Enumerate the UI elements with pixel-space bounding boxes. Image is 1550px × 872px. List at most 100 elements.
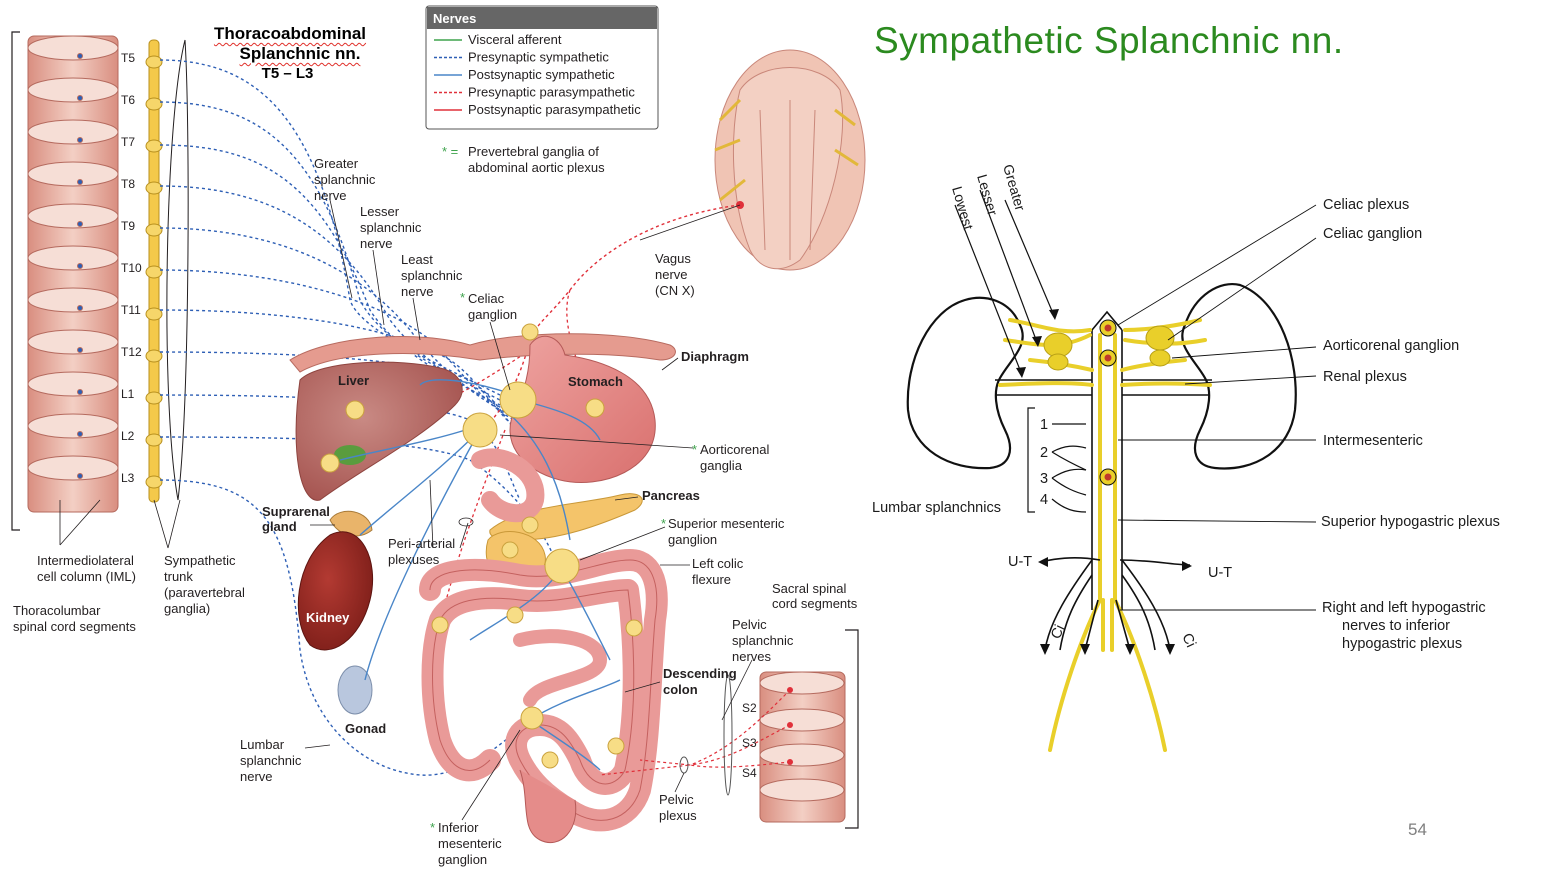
celiac-label-2: ganglion [468,307,517,322]
thoracolumbar-label-1: Thoracolumbar [13,603,101,618]
greater-arrow [1049,309,1059,320]
leader-lines [59,199,753,821]
iml-neuron-dot [77,473,83,479]
sym-trunk-label-4: ganglia) [164,601,210,616]
least-label-2: splanchnic [401,268,463,283]
lesser-arrow [1032,336,1042,347]
lesser-label-3: nerve [360,236,393,251]
lesser-rot-label: Lesser [974,172,1001,217]
aorticorenal-label-2: ganglia [700,458,743,473]
ut-right-label: U-T [1208,565,1232,581]
thoracolumbar-label-2: spinal cord segments [13,619,136,634]
trunk-ganglion [145,55,163,69]
lowest-arrow [1016,367,1026,378]
trunk-ganglion [145,433,163,447]
iml-label-1: Intermediolateral [37,553,134,568]
lowest-rot-label: Lowest [949,184,977,231]
aorticorenal-star: * [692,442,697,457]
segment-label-l2: L2 [121,429,135,443]
cord-segment-ring [27,119,119,145]
lumbar-number-3: 3 [1040,471,1048,487]
sympathetic-trunk [145,39,163,503]
iml-neuron-dot [77,305,83,311]
vagus-label-2: nerve [655,267,688,282]
overlay-title-box: Thoracoabdominal Splanchnic nn. T5 – L3 [214,24,366,82]
trunk-ganglion [145,391,163,405]
sup-mesenteric-label-2: ganglion [668,532,717,547]
inf-mesenteric-label-1: Inferior [438,820,479,835]
greater-label-2: splanchnic [314,172,376,187]
sym-trunk-label-3: (paravertebral [164,585,245,600]
aorta-outline [1091,330,1123,610]
rectum-shape [519,769,577,844]
pelvic-plexus-label-2: plexus [659,808,697,823]
sacral-bracket [845,629,859,829]
trunk-ganglion [145,97,163,111]
lumbar-splanchnics-label: Lumbar splanchnics [872,500,1001,516]
hypogastric-label-1: Right and left hypogastric [1322,600,1486,616]
pancreas-label: Pancreas [642,488,700,503]
hypogastric-label-2: nerves to inferior [1342,618,1450,634]
overlay-title-line3: T5 – L3 [261,65,314,82]
lumbar-bracket [1027,407,1035,513]
trunk-ganglion [145,475,163,489]
left-colic-label-2: flexure [692,572,731,587]
iml-neuron-dot [77,263,83,269]
legend-item-label: Visceral afferent [468,32,562,47]
trunk-ganglion [145,181,163,195]
segment-label-t7: T7 [121,135,135,149]
aortic-nodes [1099,319,1117,486]
brainstem-illustration [714,49,866,271]
thoracolumbar-bracket [11,31,20,531]
renal-plexus-label: Renal plexus [1323,369,1407,385]
greater-label-1: Greater [314,156,359,171]
iml-neuron-dot [77,53,83,59]
superior-hypogastric-label: Superior hypogastric plexus [1321,514,1500,530]
trunk-ganglion [145,349,163,363]
celiac-plexus-label: Celiac plexus [1323,197,1409,213]
sacral-cord-segments [759,671,846,823]
cord-segment-ring [27,245,119,271]
trunk-ganglion [145,307,163,321]
segment-label-t6: T6 [121,93,135,107]
iml-neuron-dot [77,221,83,227]
cord-segment-ring [27,203,119,229]
left-colic-label-1: Left colic [692,556,744,571]
intramural-ganglia [320,323,643,769]
segment-label-t5: T5 [121,51,135,65]
lumbar-splanchnic-label-3: nerve [240,769,273,784]
liver-shape [295,361,463,501]
prevertebral-ganglia [462,381,580,730]
greater-label-3: nerve [314,188,347,203]
segment-label-l3: L3 [121,471,135,485]
legend-note-line2: abdominal aortic plexus [468,160,605,175]
cord-segment-ring [27,413,119,439]
kidney-shape [297,531,374,651]
pelvic-splanchnic-label-3: nerves [732,649,772,664]
legend-item-label: Postsynaptic sympathetic [468,67,615,82]
pelvic-splanchnic-fibers [599,689,791,776]
small-intestine-shape [513,629,608,707]
segment-label-t12: T12 [121,345,142,359]
legend-item-label: Postsynaptic parasympathetic [468,102,641,117]
overlay-title-line2: Splanchnic nn. [239,44,361,63]
lesser-label-1: Lesser [360,204,400,219]
descending-colon-label-2: colon [663,682,698,697]
lower-nerves [1039,557,1191,651]
lower-arrow-3 [1125,644,1135,655]
sym-trunk-label-1: Sympathetic [164,553,236,568]
